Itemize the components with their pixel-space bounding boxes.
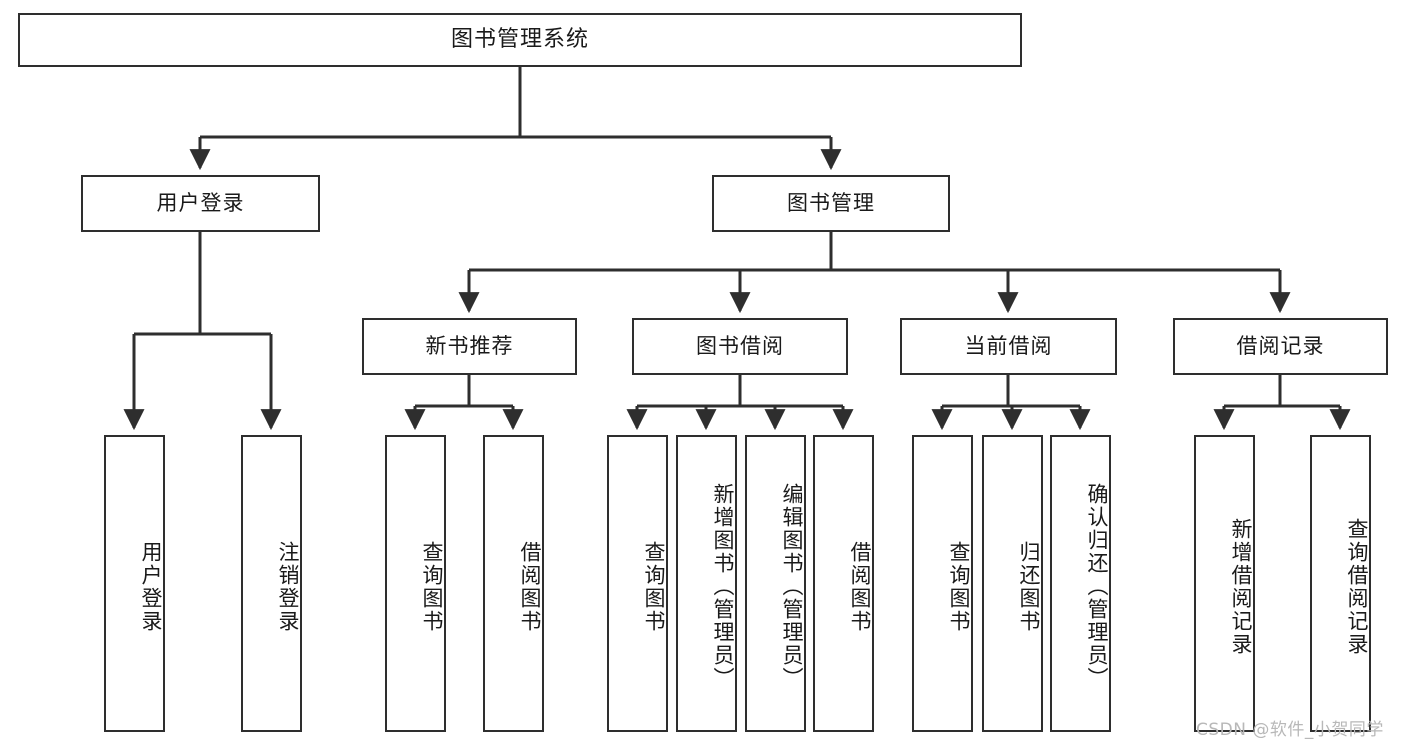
edges-borrow-record-to-leaves — [1213, 375, 1351, 431]
node-leaf-return-book[interactable]: 归还图书 — [982, 435, 1043, 732]
edges-book-management-to-level2 — [458, 232, 1291, 314]
node-leaf-borrow-book-recommend[interactable]: 借阅图书 — [483, 435, 544, 732]
node-leaf-add-book[interactable]: 新增图书（管理员） — [676, 435, 737, 732]
node-book-borrow[interactable]: 图书借阅 — [632, 318, 848, 375]
node-leaf-add-borrow-record[interactable]: 新增借阅记录 — [1194, 435, 1255, 732]
node-root-system[interactable]: 图书管理系统 — [18, 13, 1022, 67]
node-new-book-recommend[interactable]: 新书推荐 — [362, 318, 577, 375]
node-leaf-query-book-current[interactable]: 查询图书 — [912, 435, 973, 732]
node-leaf-edit-book[interactable]: 编辑图书（管理员） — [745, 435, 806, 732]
node-leaf-logout[interactable]: 注销登录 — [241, 435, 302, 732]
node-borrow-record[interactable]: 借阅记录 — [1173, 318, 1388, 375]
node-leaf-confirm-return[interactable]: 确认归还（管理员） — [1050, 435, 1111, 732]
node-book-management[interactable]: 图书管理 — [712, 175, 950, 232]
node-leaf-query-borrow-record[interactable]: 查询借阅记录 — [1310, 435, 1371, 732]
node-user-login[interactable]: 用户登录 — [81, 175, 320, 232]
edges-book-borrow-to-leaves — [626, 375, 854, 431]
node-current-borrow[interactable]: 当前借阅 — [900, 318, 1117, 375]
node-leaf-user-login[interactable]: 用户登录 — [104, 435, 165, 732]
node-leaf-query-book-recommend[interactable]: 查询图书 — [385, 435, 446, 732]
node-leaf-borrow-book[interactable]: 借阅图书 — [813, 435, 874, 732]
edges-user-login-to-leaves — [123, 232, 282, 431]
edges-new-book-recommend-to-leaves — [404, 375, 524, 431]
edges-current-borrow-to-leaves — [931, 375, 1091, 431]
node-leaf-query-book-borrow[interactable]: 查询图书 — [607, 435, 668, 732]
edges-root-to-level1 — [189, 67, 842, 171]
watermark: CSDN @软件_小贺同学 — [1196, 720, 1384, 740]
